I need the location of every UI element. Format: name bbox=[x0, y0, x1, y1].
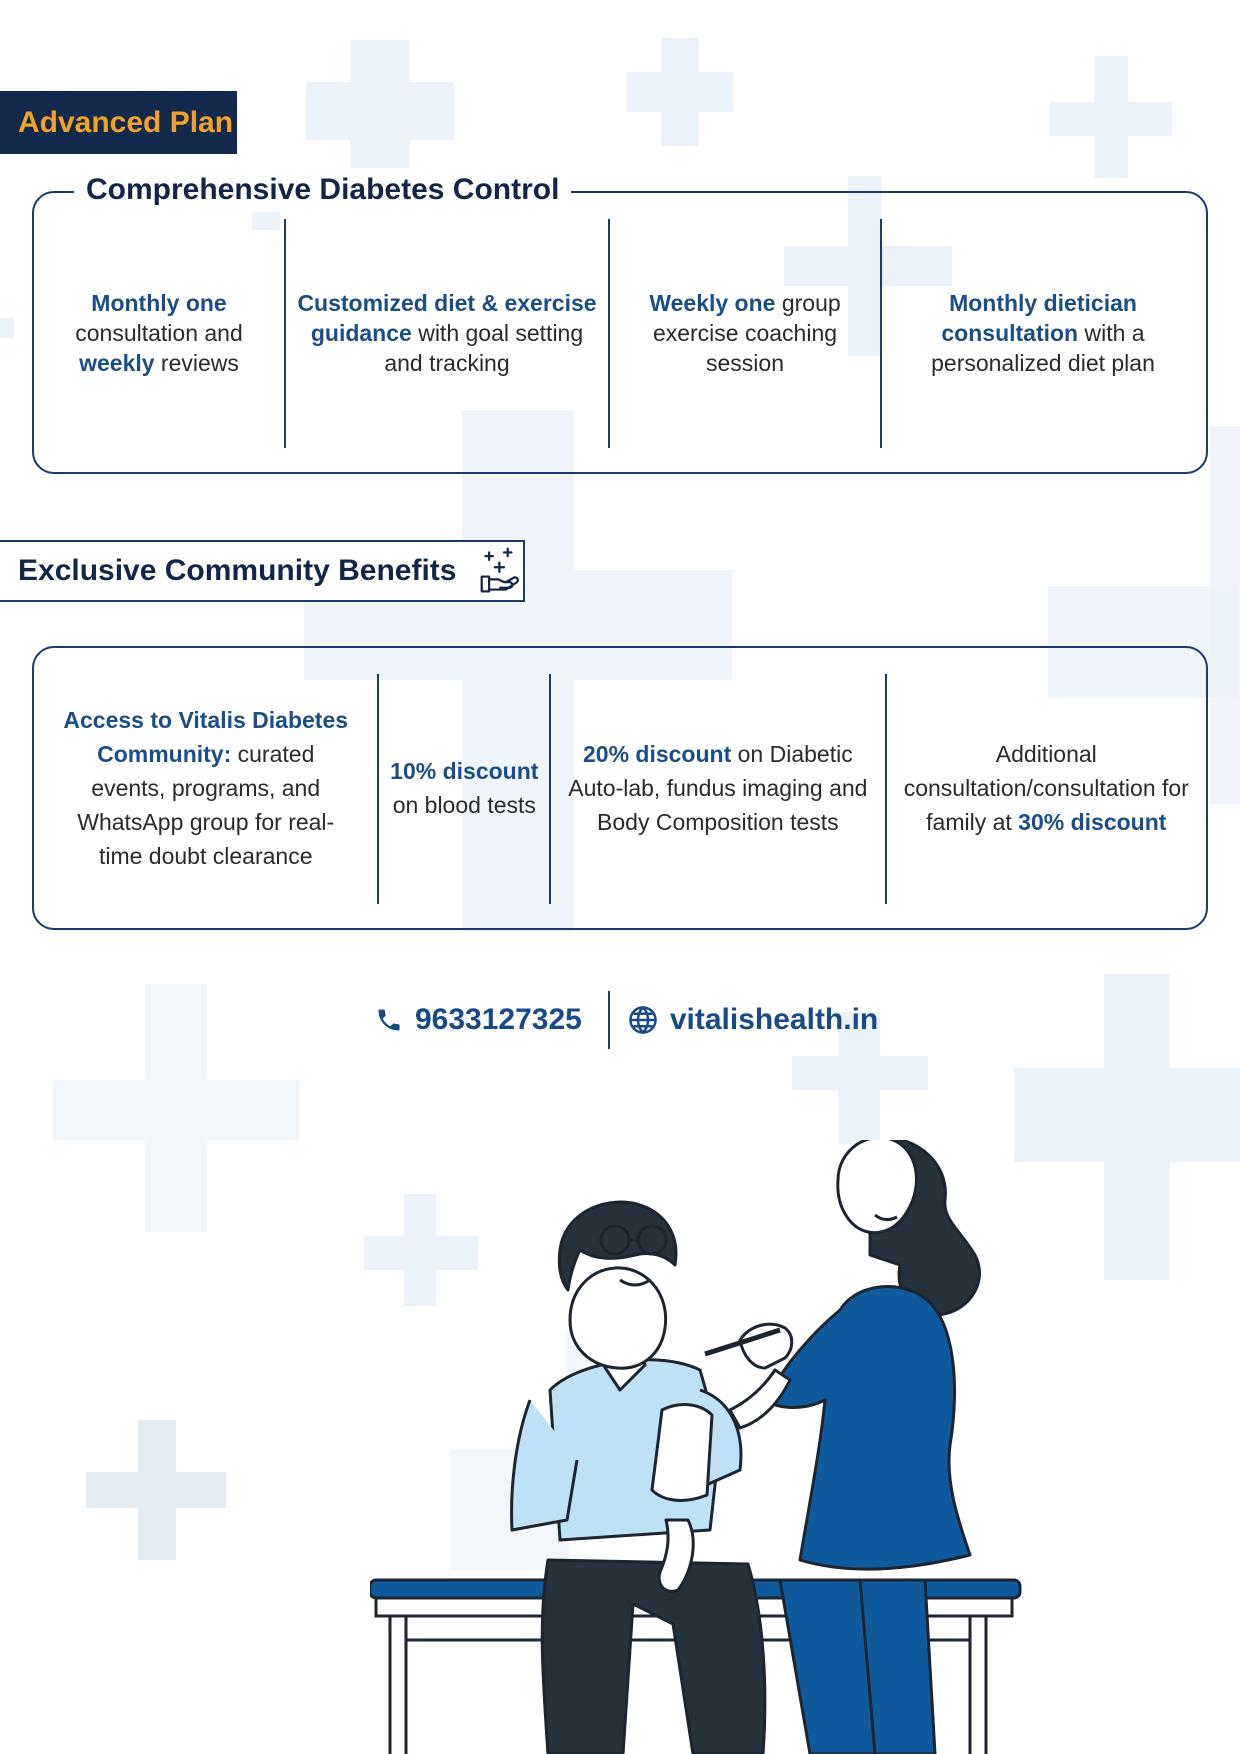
feature-weekly-coaching: Weekly one group exercise coaching sessi… bbox=[649, 289, 841, 376]
feature-diet-exercise: Customized diet & exercise guidance with… bbox=[297, 289, 597, 376]
column-divider bbox=[884, 674, 887, 904]
phone-contact[interactable]: 9633127325 bbox=[375, 1003, 582, 1037]
benefits-heading: Exclusive Community Benefits bbox=[0, 540, 525, 602]
section-title-diabetes-control: Comprehensive Diabetes Control bbox=[74, 168, 572, 212]
plan-tag: Advanced Plan bbox=[0, 91, 237, 154]
column-divider bbox=[377, 674, 380, 904]
globe-icon bbox=[629, 1005, 657, 1035]
website-contact[interactable]: vitalishealth.in bbox=[628, 1003, 878, 1037]
benefit-community-access: Access to Vitalis Diabetes Community: cu… bbox=[63, 707, 349, 869]
contact-divider bbox=[607, 991, 610, 1049]
feature-dietician: Monthly dietician consultation with a pe… bbox=[931, 289, 1155, 376]
column-divider bbox=[880, 219, 882, 448]
column-divider bbox=[549, 674, 552, 904]
column-divider bbox=[608, 219, 610, 448]
phone-icon bbox=[378, 1009, 400, 1031]
feature-monthly-consultation: Monthly one consultation and weekly revi… bbox=[75, 289, 243, 376]
hand-with-plus-icon bbox=[481, 547, 520, 593]
nurse bbox=[704, 1140, 981, 1754]
benefit-family-consultation: Additional consultation/consultation for… bbox=[903, 741, 1189, 835]
benefits-panel: Access to Vitalis Diabetes Community: cu… bbox=[32, 646, 1208, 930]
column-divider bbox=[284, 219, 286, 448]
phone-number: 9633127325 bbox=[415, 1003, 582, 1036]
contact-row: 9633127325 vitalishealth.in bbox=[375, 990, 878, 1050]
feature-panel: Monthly one consultation and weekly revi… bbox=[32, 191, 1208, 474]
vaccination-illustration bbox=[370, 1140, 1022, 1754]
patient bbox=[510, 1200, 767, 1754]
website-url: vitalishealth.in bbox=[669, 1003, 879, 1036]
section-title-community-benefits: Exclusive Community Benefits bbox=[18, 554, 457, 587]
benefit-autolab-discount: 20% discount on Diabetic Auto-lab, fundu… bbox=[568, 741, 868, 835]
benefit-blood-test-discount: 10% discount on blood tests bbox=[390, 758, 539, 818]
